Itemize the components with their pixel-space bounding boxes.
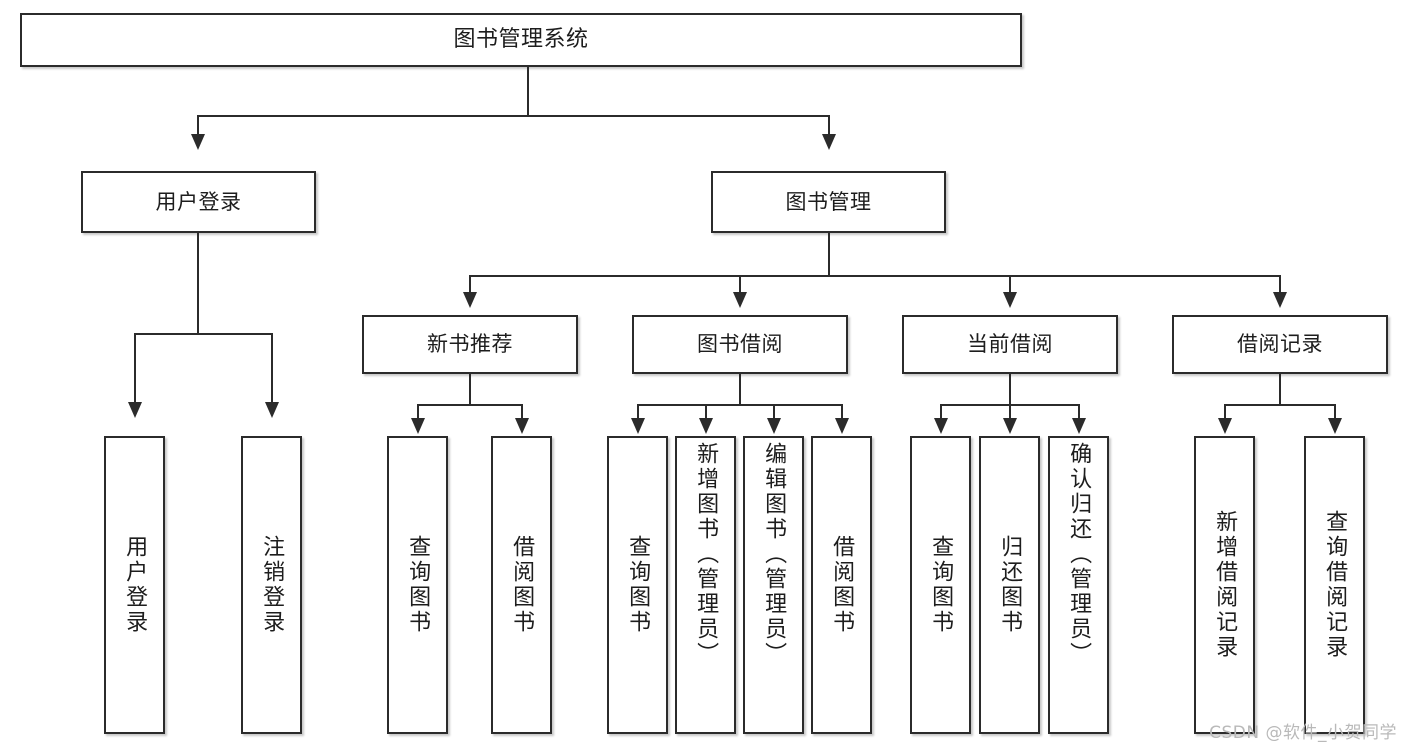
- leaf-query-borrow-record[interactable]: 查询借阅记录: [1304, 436, 1365, 734]
- connector-level3-bus: [469, 275, 1281, 277]
- connector-book-borrow-drop-1: [637, 404, 639, 420]
- arrow-to-leaf-borrow-book-1: [515, 418, 529, 434]
- arrow-to-leaf-confirm-return: [1072, 418, 1086, 434]
- leaf-add-book-admin[interactable]: 新增图书（管理员）: [675, 436, 736, 734]
- arrow-to-leaf-query-book-3: [934, 418, 948, 434]
- node-label: 借阅图书: [509, 535, 535, 635]
- connector-user-login-drop-1: [134, 333, 136, 405]
- arrow-to-borrow-record: [1273, 292, 1287, 308]
- arrow-to-leaf-add-book: [699, 418, 713, 434]
- arrow-to-leaf-add-record: [1218, 418, 1232, 434]
- connector-level2-drop-left: [197, 115, 199, 137]
- connector-user-login-bus: [134, 333, 273, 335]
- connector-borrow-record-stem: [1279, 374, 1281, 406]
- node-root-system[interactable]: 图书管理系统: [20, 13, 1022, 67]
- connector-book-borrow-drop-2: [705, 404, 707, 420]
- arrow-to-leaf-return-book: [1003, 418, 1017, 434]
- connector-level3-drop-2: [739, 275, 741, 294]
- connector-book-manage-stem: [828, 233, 830, 276]
- node-label: 借阅记录: [1237, 332, 1323, 357]
- connector-level3-drop-1: [469, 275, 471, 294]
- leaf-user-login[interactable]: 用户登录: [104, 436, 165, 734]
- leaf-query-book-current[interactable]: 查询图书: [910, 436, 971, 734]
- connector-current-borrow-stem: [1009, 374, 1011, 406]
- node-label: 图书借阅: [697, 332, 783, 357]
- connector-new-book-stem: [469, 374, 471, 406]
- connector-new-book-drop-1: [417, 404, 419, 420]
- node-label: 查询图书: [405, 535, 431, 635]
- node-label: 查询图书: [928, 535, 954, 635]
- connector-level3-drop-3: [1009, 275, 1011, 294]
- node-book-borrow[interactable]: 图书借阅: [632, 315, 848, 374]
- connector-root-stem: [527, 67, 529, 116]
- node-label: 用户登录: [122, 535, 148, 635]
- node-label: 查询图书: [625, 535, 651, 635]
- connector-current-borrow-drop-2: [1009, 404, 1011, 420]
- arrow-to-current-borrow: [1003, 292, 1017, 308]
- leaf-logout[interactable]: 注销登录: [241, 436, 302, 734]
- leaf-query-book-borrow[interactable]: 查询图书: [607, 436, 668, 734]
- node-label: 用户登录: [155, 189, 242, 214]
- node-book-manage[interactable]: 图书管理: [711, 171, 946, 233]
- node-label: 新增借阅记录: [1212, 510, 1238, 660]
- node-label: 图书管理系统: [453, 27, 589, 53]
- node-label: 查询借阅记录: [1322, 510, 1348, 660]
- node-new-book-recommend[interactable]: 新书推荐: [362, 315, 578, 374]
- arrow-to-leaf-user-login: [128, 402, 142, 418]
- connector-borrow-record-drop-1: [1224, 404, 1226, 420]
- node-label: 新增图书（管理员）: [693, 442, 719, 667]
- node-label: 新书推荐: [427, 332, 513, 357]
- leaf-confirm-return-admin[interactable]: 确认归还（管理员）: [1048, 436, 1109, 734]
- arrow-to-leaf-query-record: [1328, 418, 1342, 434]
- leaf-borrow-book-recommend[interactable]: 借阅图书: [491, 436, 552, 734]
- node-label: 确认归还（管理员）: [1066, 442, 1092, 667]
- arrow-to-book-borrow: [733, 292, 747, 308]
- node-label: 归还图书: [997, 535, 1023, 635]
- connector-level2-drop-right: [828, 115, 830, 137]
- connector-book-borrow-drop-3: [773, 404, 775, 420]
- leaf-borrow-book[interactable]: 借阅图书: [811, 436, 872, 734]
- connector-current-borrow-drop-1: [940, 404, 942, 420]
- arrow-to-user-login: [191, 134, 205, 150]
- leaf-return-book[interactable]: 归还图书: [979, 436, 1040, 734]
- connector-current-borrow-drop-3: [1078, 404, 1080, 420]
- leaf-add-borrow-record[interactable]: 新增借阅记录: [1194, 436, 1255, 734]
- arrow-to-leaf-query-book-2: [631, 418, 645, 434]
- connector-level2-bus: [197, 115, 830, 117]
- node-current-borrow[interactable]: 当前借阅: [902, 315, 1118, 374]
- connector-new-book-bus: [417, 404, 523, 406]
- connector-user-login-stem: [197, 233, 199, 334]
- arrow-to-leaf-query-book-1: [411, 418, 425, 434]
- connector-borrow-record-drop-2: [1334, 404, 1336, 420]
- arrow-to-new-book: [463, 292, 477, 308]
- arrow-to-leaf-logout: [265, 402, 279, 418]
- connector-book-borrow-drop-4: [841, 404, 843, 420]
- connector-book-borrow-bus: [637, 404, 843, 406]
- connector-level3-drop-4: [1279, 275, 1281, 294]
- connector-new-book-drop-2: [521, 404, 523, 420]
- arrow-to-book-manage: [822, 134, 836, 150]
- node-label: 编辑图书（管理员）: [761, 442, 787, 667]
- connector-user-login-drop-2: [271, 333, 273, 405]
- leaf-edit-book-admin[interactable]: 编辑图书（管理员）: [743, 436, 804, 734]
- node-label: 当前借阅: [967, 332, 1053, 357]
- connector-borrow-record-bus: [1224, 404, 1336, 406]
- connector-book-borrow-stem: [739, 374, 741, 406]
- arrow-to-leaf-borrow-book-2: [835, 418, 849, 434]
- node-user-login[interactable]: 用户登录: [81, 171, 316, 233]
- leaf-query-book-recommend[interactable]: 查询图书: [387, 436, 448, 734]
- node-borrow-record[interactable]: 借阅记录: [1172, 315, 1388, 374]
- node-label: 注销登录: [259, 535, 285, 635]
- node-label: 图书管理: [785, 189, 872, 214]
- arrow-to-leaf-edit-book: [767, 418, 781, 434]
- node-label: 借阅图书: [829, 535, 855, 635]
